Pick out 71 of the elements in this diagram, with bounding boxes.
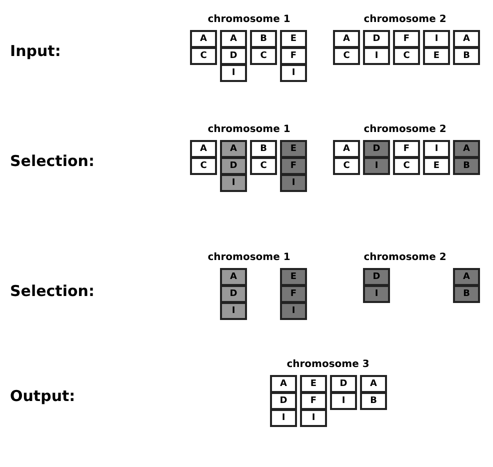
gene-cell: C: [250, 157, 277, 175]
gene-cell: A: [453, 140, 480, 158]
row-label: Output:: [10, 387, 76, 405]
row-label: Selection:: [10, 282, 94, 300]
gene-cell: B: [453, 47, 480, 65]
chromosome-heading: chromosome 2: [362, 252, 448, 263]
gene-cell: I: [363, 47, 390, 65]
gene-cell: A: [360, 375, 387, 393]
row-label: Input:: [10, 42, 61, 60]
gene-cell: C: [393, 47, 420, 65]
gene-cell: C: [333, 157, 360, 175]
gene-cell: B: [250, 30, 277, 48]
gene-cell: A: [453, 268, 480, 286]
chromosome-heading: chromosome 1: [206, 252, 292, 263]
gene-cell: B: [453, 285, 480, 303]
gene-cell: B: [453, 157, 480, 175]
gene-cell: C: [190, 157, 217, 175]
gene-cell: D: [270, 392, 297, 410]
gene-cell: I: [220, 174, 247, 192]
gene-cell: D: [330, 375, 357, 393]
gene-cell: I: [363, 157, 390, 175]
gene-cell: I: [270, 409, 297, 427]
gene-cell: E: [423, 47, 450, 65]
gene-cell: A: [270, 375, 297, 393]
gene-cell: I: [220, 302, 247, 320]
gene-cell: I: [280, 174, 307, 192]
gene-cell: I: [363, 285, 390, 303]
chromosome-heading: chromosome 3: [286, 359, 370, 370]
gene-cell: C: [393, 157, 420, 175]
gene-cell: D: [220, 47, 247, 65]
gene-cell: D: [363, 30, 390, 48]
gene-cell: E: [280, 30, 307, 48]
gene-cell: A: [190, 140, 217, 158]
chromosome-heading: chromosome 2: [362, 124, 448, 135]
gene-cell: E: [280, 268, 307, 286]
gene-cell: F: [393, 140, 420, 158]
gene-cell: I: [280, 64, 307, 82]
gene-cell: I: [300, 409, 327, 427]
gene-cell: E: [280, 140, 307, 158]
gene-cell: A: [220, 30, 247, 48]
gene-cell: A: [220, 140, 247, 158]
gene-cell: A: [453, 30, 480, 48]
gene-cell: D: [363, 140, 390, 158]
gene-cell: I: [280, 302, 307, 320]
gene-cell: C: [250, 47, 277, 65]
chromosome-heading: chromosome 1: [206, 14, 292, 25]
gene-cell: F: [280, 285, 307, 303]
gene-cell: B: [360, 392, 387, 410]
gene-cell: F: [280, 47, 307, 65]
gene-cell: D: [220, 157, 247, 175]
gene-cell: C: [333, 47, 360, 65]
gene-cell: I: [330, 392, 357, 410]
gene-cell: F: [280, 157, 307, 175]
gene-cell: A: [333, 140, 360, 158]
chromosome-heading: chromosome 1: [206, 124, 292, 135]
gene-cell: E: [300, 375, 327, 393]
gene-cell: I: [423, 140, 450, 158]
gene-cell: C: [190, 47, 217, 65]
gene-cell: B: [250, 140, 277, 158]
gene-cell: I: [220, 64, 247, 82]
row-label: Selection:: [10, 152, 94, 170]
gene-cell: F: [300, 392, 327, 410]
gene-cell: D: [363, 268, 390, 286]
gene-cell: A: [333, 30, 360, 48]
gene-cell: E: [423, 157, 450, 175]
chromosome-heading: chromosome 2: [362, 14, 448, 25]
gene-cell: D: [220, 285, 247, 303]
gene-cell: I: [423, 30, 450, 48]
gene-cell: F: [393, 30, 420, 48]
gene-cell: A: [190, 30, 217, 48]
gene-cell: A: [220, 268, 247, 286]
